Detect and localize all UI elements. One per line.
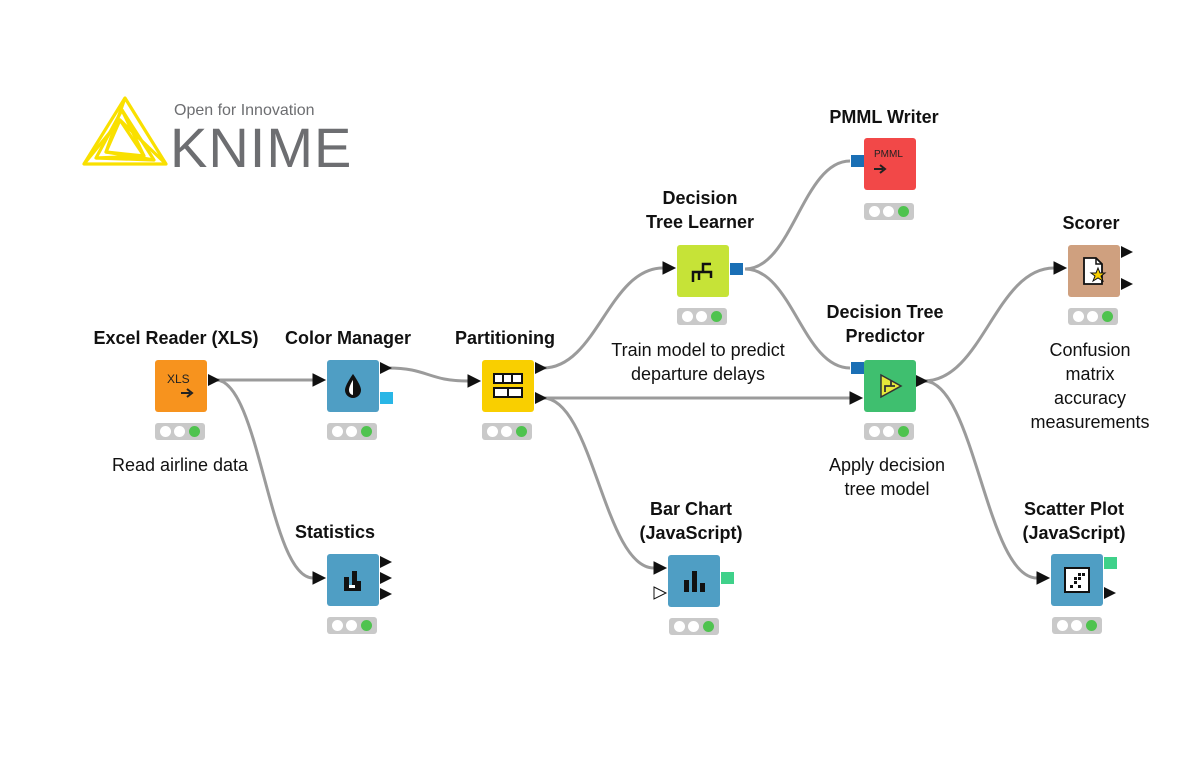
input-port-decision-tree-learner [662, 261, 677, 275]
node-title-excel-reader: Excel Reader (XLS) [93, 328, 259, 348]
node-scatter-plot[interactable] [1051, 554, 1103, 606]
output-port-statistics-1 [380, 556, 392, 568]
model-port-decision-tree-predictor [851, 362, 864, 374]
input-port-scatter-plot [1036, 571, 1051, 585]
node-title-decision-tree-predictor: Decision Tree Predictor [826, 302, 944, 346]
node-scorer[interactable] [1068, 245, 1120, 297]
tree-icon [691, 262, 713, 282]
input-port-scorer [1053, 261, 1068, 275]
image-port-scatter-plot [1104, 557, 1117, 569]
node-bar-chart[interactable] [668, 555, 720, 607]
scorer-icon [1083, 257, 1107, 285]
connection-dtl-to-pmml [744, 159, 851, 271]
node-title-decision-tree-learner: Decision Tree Learner [645, 188, 755, 232]
model-port-decision-tree-learner [730, 263, 743, 275]
node-partitioning[interactable] [482, 360, 534, 412]
node-status-pmml-writer [864, 203, 914, 220]
statistics-icon [344, 571, 361, 591]
partition-icon [493, 373, 523, 398]
node-description-decision-tree-learner: Train model to predict departure delays [611, 340, 785, 384]
connection-dtp-to-scatter [923, 379, 1038, 580]
output-port-decision-tree-predictor [916, 375, 928, 387]
output-port-scorer-1 [1121, 246, 1133, 258]
output-port-partitioning-2 [535, 392, 547, 404]
output-port-scorer-2 [1121, 278, 1133, 290]
logo-wordmark: KNIME [170, 116, 353, 179]
connection-part-to-bar [542, 396, 655, 570]
output-port-scatter-plot [1104, 587, 1116, 599]
output-port-statistics-3 [380, 588, 392, 600]
input-port-bar-chart [653, 561, 668, 575]
node-color-manager[interactable] [327, 360, 379, 412]
node-decision-tree-predictor[interactable] [864, 360, 916, 412]
node-status-partitioning [482, 423, 532, 440]
input-port-color-manager [312, 373, 327, 387]
node-title-pmml-writer: PMML Writer [829, 107, 939, 127]
node-status-excel-reader [155, 423, 205, 440]
image-port-bar-chart [721, 572, 734, 584]
output-port-statistics-2 [380, 572, 392, 584]
node-status-scorer [1068, 308, 1118, 325]
pmml-icon [874, 164, 887, 174]
node-title-statistics: Statistics [294, 522, 376, 542]
predictor-icon [880, 373, 903, 399]
node-description-decision-tree-predictor: Apply decision tree model [828, 455, 946, 499]
node-description-excel-reader: Read airline data [111, 455, 249, 475]
output-port-partitioning-1 [535, 362, 547, 374]
node-status-color-manager [327, 423, 377, 440]
input-port-decision-tree-predictor [849, 391, 864, 405]
node-status-bar-chart [669, 618, 719, 635]
node-title-scorer: Scorer [1062, 213, 1120, 233]
node-title-partitioning: Partitioning [455, 328, 555, 348]
connection-dtl-to-dtp [744, 267, 851, 370]
knime-logo-mark-icon [82, 96, 168, 166]
node-title-scatter-plot: Scatter Plot (JavaScript) [1022, 499, 1126, 543]
connection-excel-to-stats [215, 378, 314, 580]
input-port-partitioning [467, 374, 482, 388]
pmml-icon-label: PMML [874, 149, 903, 160]
node-status-decision-tree-predictor [864, 423, 914, 440]
node-decision-tree-learner[interactable] [677, 245, 729, 297]
node-status-statistics [327, 617, 377, 634]
node-pmml-writer[interactable]: PMML [864, 138, 916, 190]
node-description-scorer: Confusion matrix accuracy measurements [1030, 340, 1150, 432]
xls-icon [181, 388, 194, 398]
connection-dtp-to-scorer [923, 266, 1055, 383]
node-title-bar-chart: Bar Chart (JavaScript) [639, 499, 743, 543]
output-port-color-manager [380, 362, 392, 374]
node-excel-reader[interactable]: XLS [155, 360, 207, 412]
color-drop-icon [345, 374, 361, 398]
node-statistics[interactable] [327, 554, 379, 606]
node-status-decision-tree-learner [677, 308, 727, 325]
scatter-icon [1064, 567, 1090, 593]
logo-tagline: Open for Innovation [174, 102, 315, 119]
bar-chart-icon [684, 571, 705, 592]
input-port-statistics [312, 571, 327, 585]
connection-color-to-part [387, 366, 469, 383]
connection-part-to-dtl [542, 266, 664, 370]
hollow-port-bar-chart [653, 586, 668, 600]
node-title-color-manager: Color Manager [284, 328, 412, 348]
model-port-pmml-writer [851, 155, 864, 167]
output-port-excel [208, 374, 220, 386]
node-status-scatter-plot [1052, 617, 1102, 634]
xls-icon-label: XLS [167, 372, 190, 386]
model-port-color-manager [380, 392, 393, 404]
